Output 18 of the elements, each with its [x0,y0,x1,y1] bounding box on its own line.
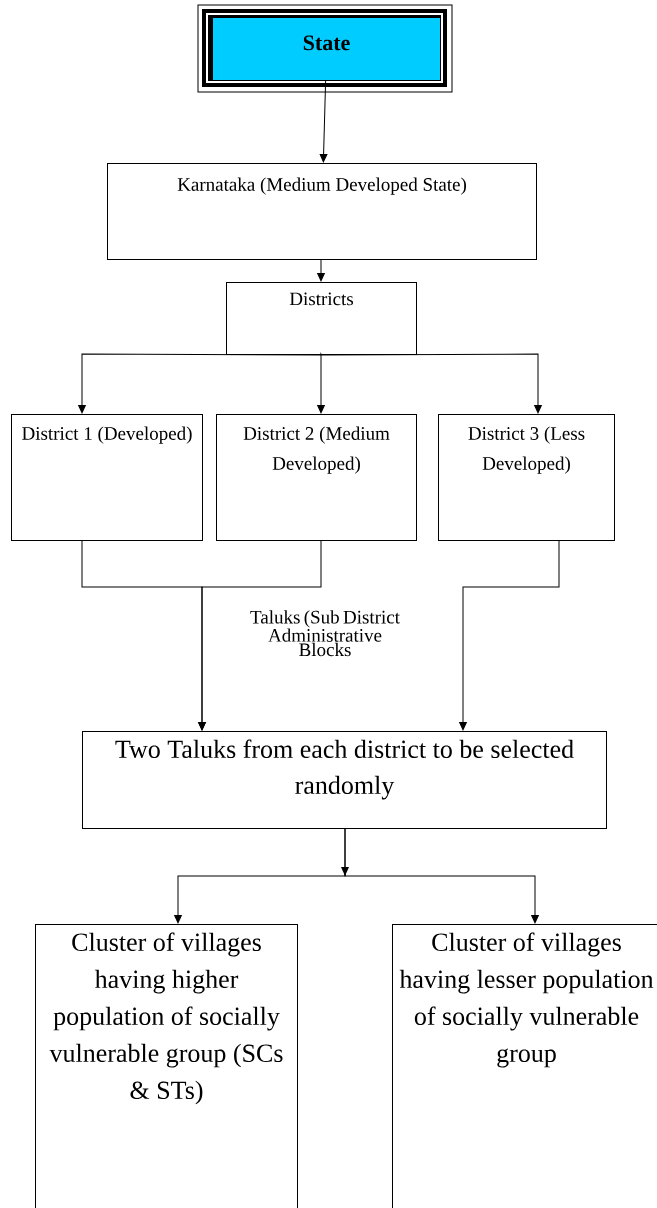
district-box: District 1 (Developed) [11,414,203,541]
arrow [459,540,560,731]
arrow [78,353,322,414]
text-label: Taluks (Sub District Administrative Blocks [250,610,400,657]
cluster-box: Cluster of villages having higher population of socially vulnerable group (SCs & STs) [35,924,298,1208]
arrow [319,80,328,163]
arrow [344,828,539,924]
arrow [321,353,542,414]
cluster-box: Cluster of villages having lesser population of socially vulnerable group [392,924,657,1208]
district-box: District 3 (Less Developed) [438,414,615,541]
process-box: Karnataka (Medium Developed State) [107,163,537,260]
arrow [198,540,322,731]
district-box: District 2 (Medium Developed) [216,414,417,541]
process-box: Two Taluks from each district to be selected randomly [82,731,607,829]
state-box: State [197,4,453,93]
arrow [317,353,325,414]
process-box: Districts [226,282,417,355]
arrow [317,259,325,282]
